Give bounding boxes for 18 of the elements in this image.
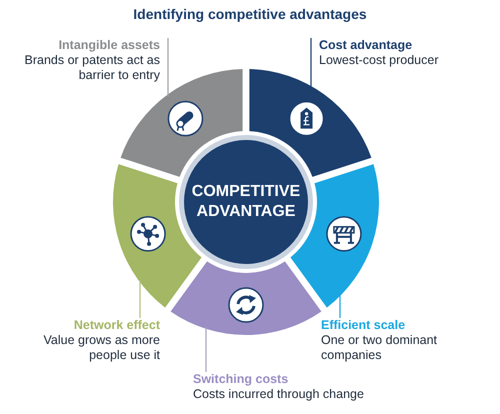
leader-line: [310, 38, 312, 88]
segment-heading: Switching costs: [193, 372, 290, 387]
leader-line: [205, 326, 207, 372]
segment-heading: Cost advantage: [319, 38, 414, 53]
leader-line: [139, 280, 141, 318]
segment-description: Brands or patents act as barrier to entry: [24, 53, 160, 83]
center-title: COMPETITIVE ADVANTAGE: [191, 182, 301, 222]
segment-description: One or two dominant companies: [321, 333, 438, 363]
center-circle: [184, 140, 308, 264]
segment-heading: Efficient scale: [321, 318, 406, 333]
diagram-title: Identifying competitive advantages: [132, 6, 368, 22]
segment-description: Value grows as more people use it: [42, 333, 160, 363]
leader-line: [339, 294, 341, 318]
segment-description: Lowest-cost producer: [319, 53, 440, 68]
leader-line: [167, 38, 169, 96]
segment-heading: Intangible assets: [58, 38, 160, 53]
segment-heading: Network effect: [72, 318, 160, 333]
segment-description: Costs incurred through change: [193, 387, 365, 402]
